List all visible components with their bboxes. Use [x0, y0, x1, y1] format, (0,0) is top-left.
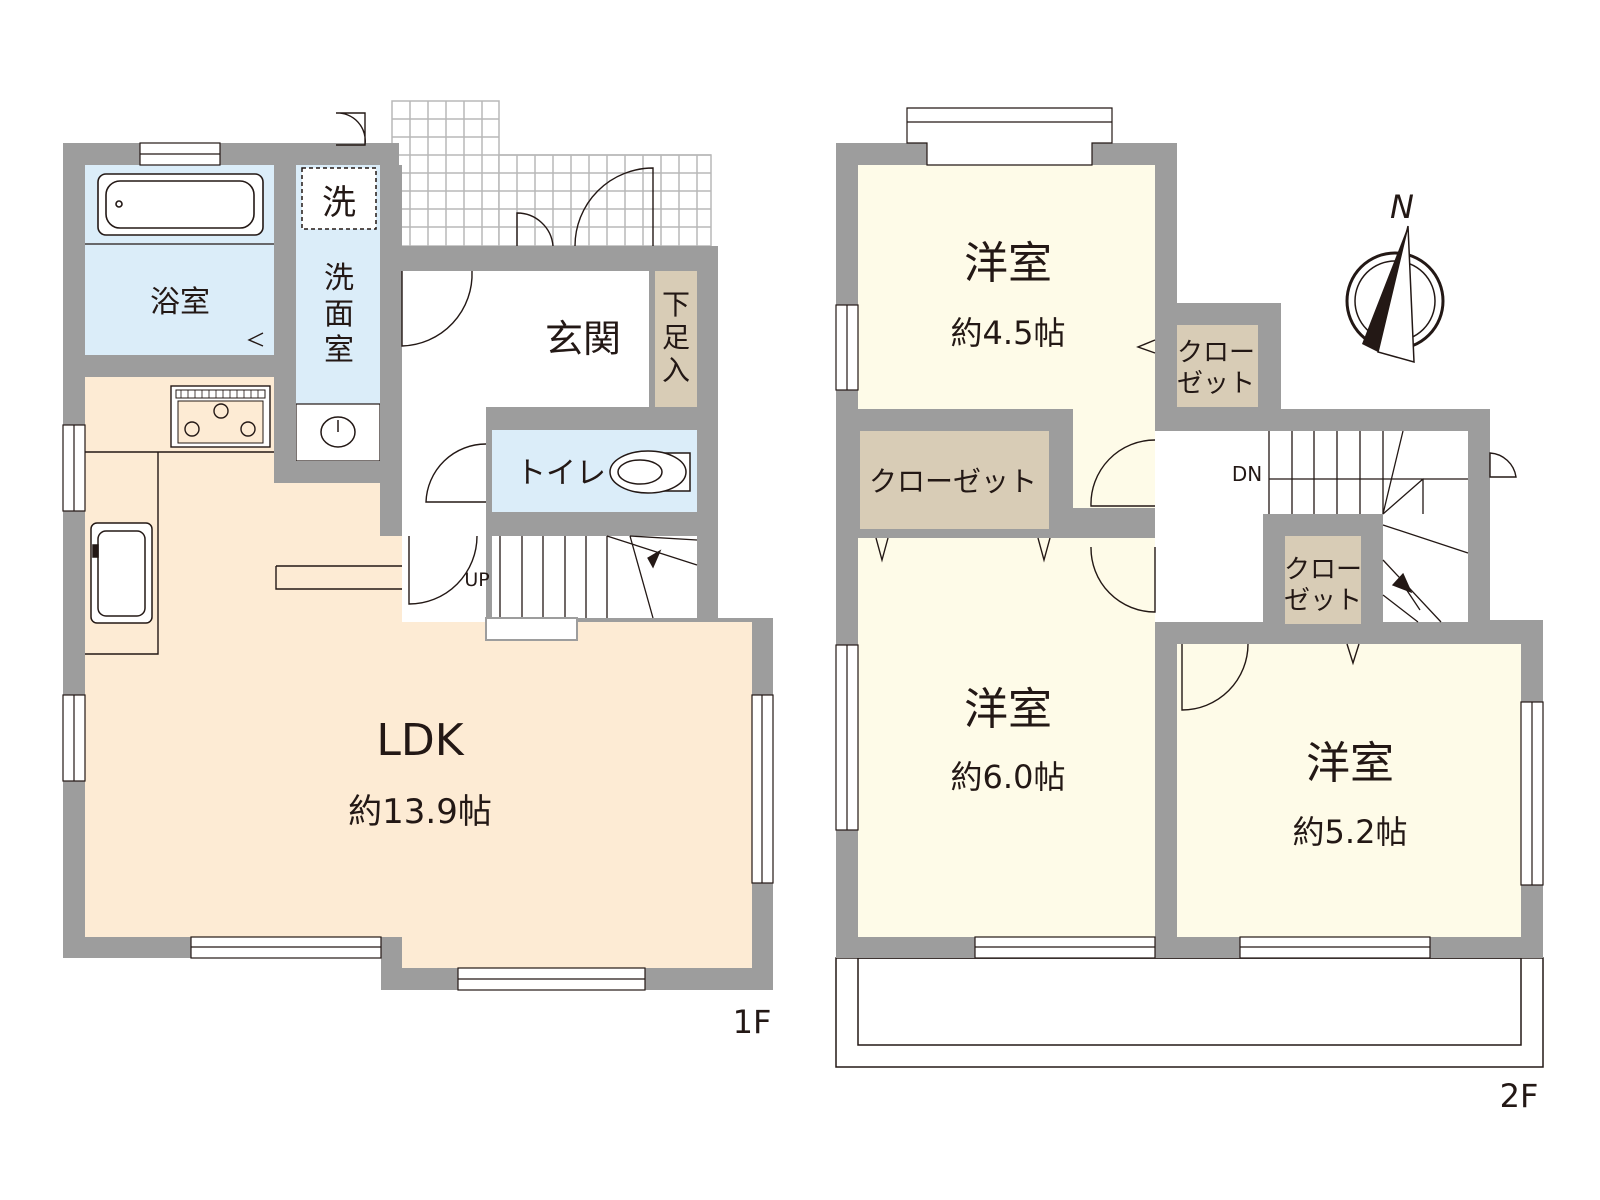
washer-space [301, 167, 377, 230]
balcony [835, 957, 1544, 1068]
bedroom-c-room [1177, 644, 1521, 937]
entrance-room [486, 271, 649, 407]
closet-a [1177, 325, 1258, 407]
bedroom-b-room [858, 538, 1155, 937]
kitchen-counter [85, 451, 402, 655]
walls-1f-inner [85, 165, 697, 536]
ldk-size-label: 約13.9帖 [348, 792, 492, 832]
floor-2f-label: 2F [1500, 1077, 1539, 1115]
closet-a-label: クローゼット [1177, 338, 1255, 399]
sink-icon [295, 403, 381, 462]
hall-1f [402, 271, 486, 623]
closet-b-label: クローゼット [869, 465, 1037, 498]
windows-1f [62, 142, 774, 991]
bedroom-a-size-label: 約4.5帖 [951, 314, 1066, 352]
doors-1f [247, 112, 654, 605]
stove-icon [170, 385, 271, 448]
floor-1f-label: 1F [733, 1003, 772, 1041]
bedroom-c-label: 洋室 [1306, 738, 1394, 789]
ldk-label: LDK [376, 715, 464, 766]
shoe-storage-label: 下足入 [662, 288, 690, 387]
closet-c-label: クローゼット [1284, 555, 1362, 616]
closet-b [860, 431, 1049, 529]
stairs-dn-label: DN [1232, 462, 1262, 486]
floor-2f: N 洋室 約4.5帖 クローゼット クローゼット DN 洋室 約6.0帖 クロー… [835, 107, 1544, 1115]
north-compass-icon: N [1345, 188, 1445, 363]
floor-1f: 浴室 洗 洗面室 玄関 下足入 トイレ UP LDK 約13.9帖 1F [62, 100, 774, 1041]
bedroom-b-size-label: 約6.0帖 [951, 758, 1066, 796]
stairs-2f-treads [1268, 430, 1469, 623]
shoe-storage [655, 271, 697, 407]
bedroom-a-room [858, 165, 1155, 508]
entrance-label: 玄関 [545, 317, 621, 361]
washer-label: 洗 [322, 183, 356, 223]
north-label: N [1390, 188, 1414, 226]
bedroom-a-label: 洋室 [964, 238, 1052, 289]
bath-label: 浴室 [150, 285, 210, 320]
bedroom-c-size-label: 約5.2帖 [1293, 813, 1408, 851]
kitchen-sink-icon [90, 522, 153, 624]
doors-2f [875, 339, 1517, 711]
bedroom-b-label: 洋室 [964, 684, 1052, 735]
windows-2f [835, 107, 1544, 959]
ldk-room [85, 377, 752, 968]
bathtub-icon [97, 173, 264, 236]
stairs-1f [492, 536, 697, 618]
stairs-up-label: UP [464, 569, 489, 591]
toilet-label: トイレ [516, 456, 606, 491]
toilet-icon [609, 450, 691, 494]
porch-tiles [391, 100, 712, 247]
washroom-label: 洗面室 [324, 261, 354, 368]
